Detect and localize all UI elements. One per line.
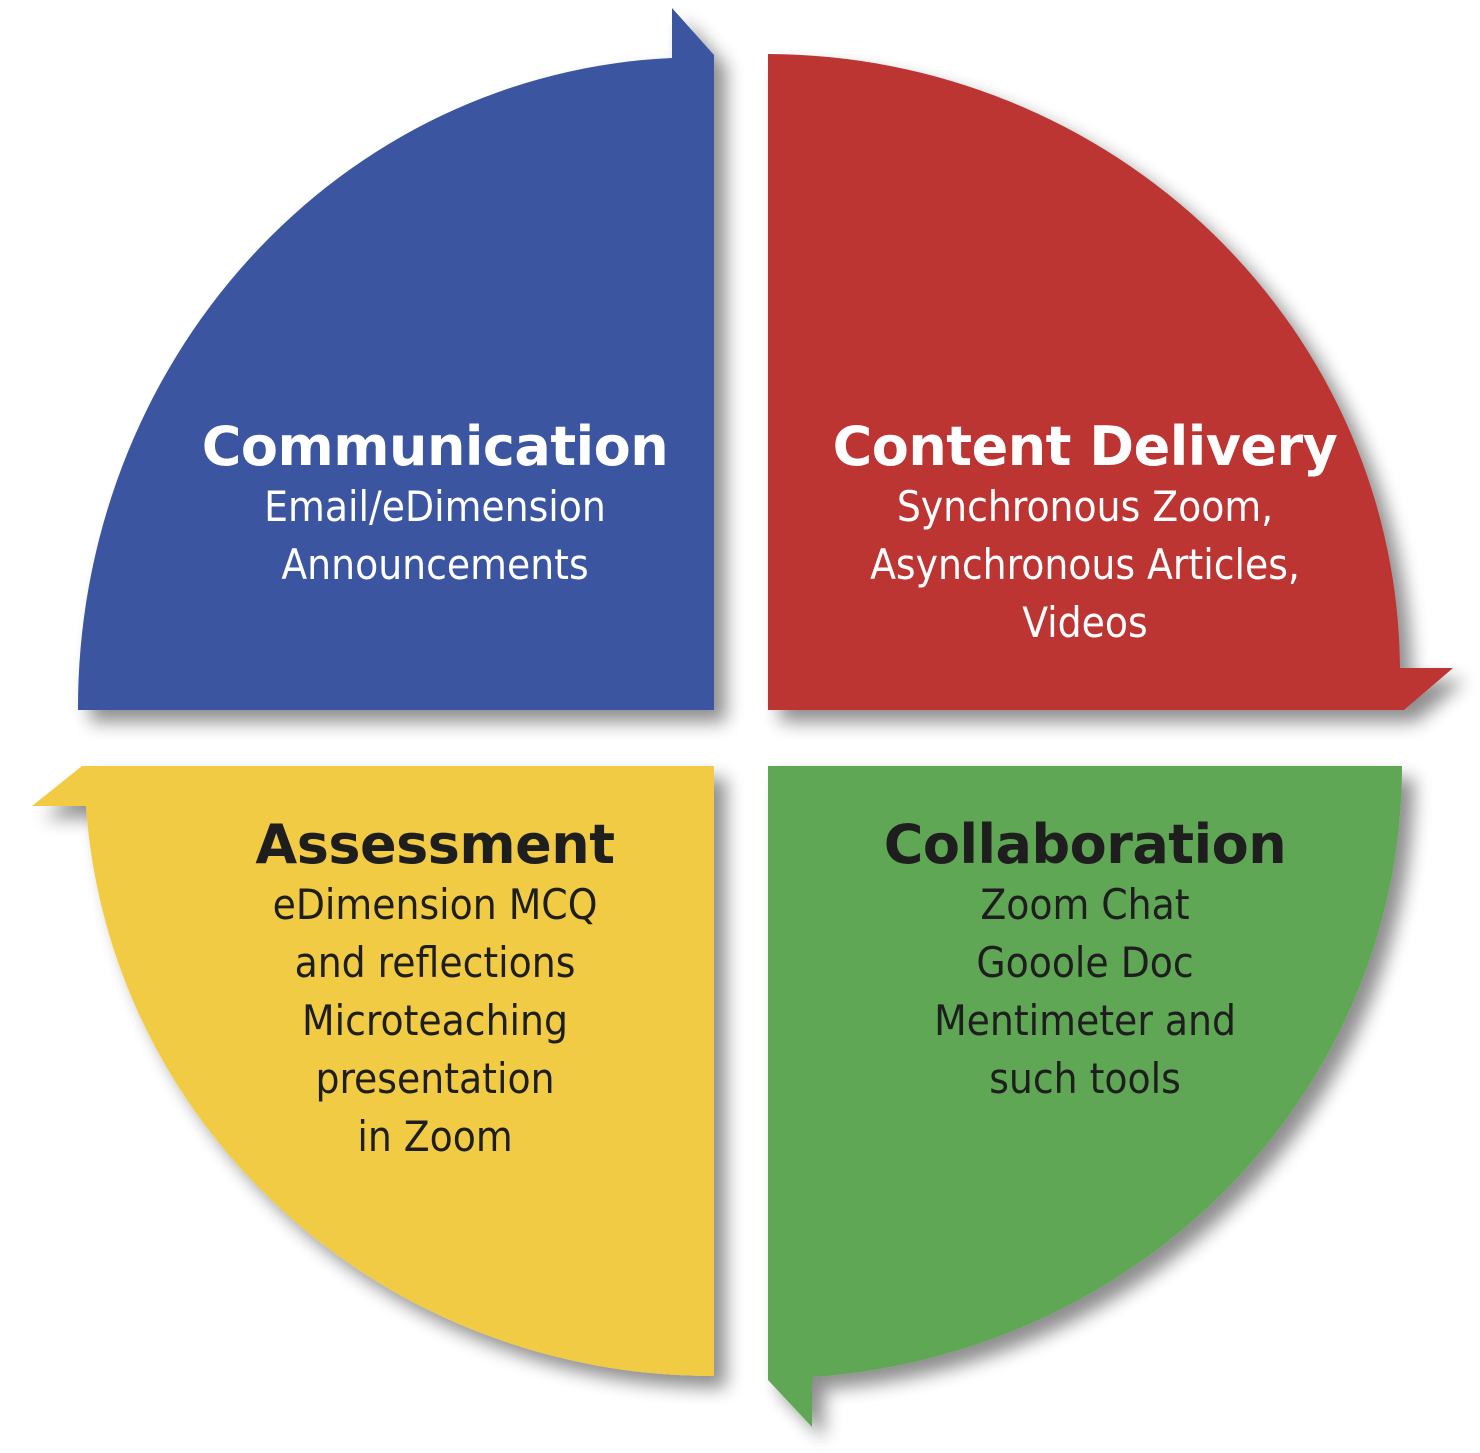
quadrant-communication (77, 8, 714, 710)
quadrant-collaboration (768, 766, 1403, 1427)
quadrant-assessment (32, 766, 714, 1377)
quadrant-content-delivery (768, 54, 1453, 710)
